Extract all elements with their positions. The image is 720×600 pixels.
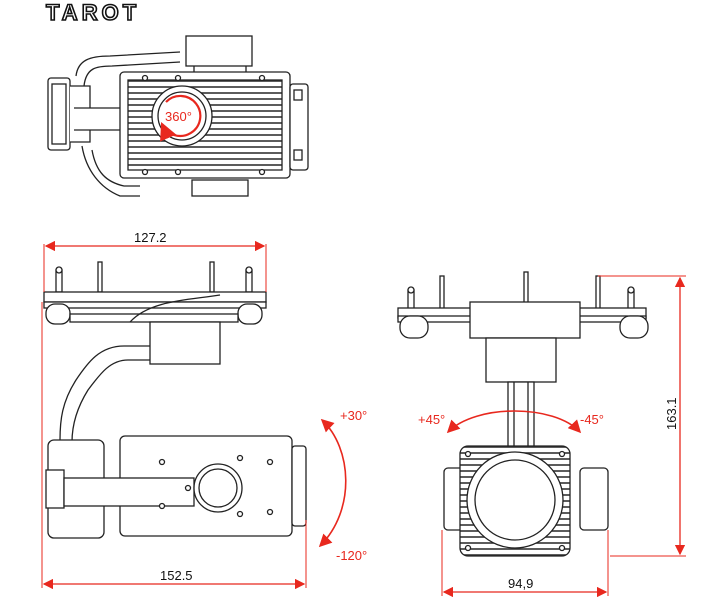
roll-arc: +45° -45° [418,410,604,434]
dim-width-top: 127.2 [43,230,267,292]
rotation-arrow: 360° [160,94,202,142]
dim-width-bottom: 152.5 [41,302,307,590]
tilt-up-label: +30° [340,408,367,423]
tilt-arc: +30° -120° [318,408,367,563]
top-view [47,35,309,197]
tarot-logo-svg: TAROT [45,0,140,24]
tarot-logo-text: TAROT [46,0,140,24]
dim-height: 163.1 [598,275,686,557]
roll-right-label: -45° [580,412,604,427]
front-view [397,271,649,557]
side-view [43,261,307,539]
rotation-label: 360° [165,109,192,124]
width-front-label: 94,9 [508,576,533,591]
dim-width-front: 94,9 [441,530,609,598]
width-bottom-label: 152.5 [160,568,193,583]
roll-left-label: +45° [418,412,445,427]
width-top-label: 127.2 [134,230,167,245]
tarot-logo: TAROT [44,0,174,24]
height-label: 163.1 [664,397,679,430]
tilt-down-label: -120° [336,548,367,563]
